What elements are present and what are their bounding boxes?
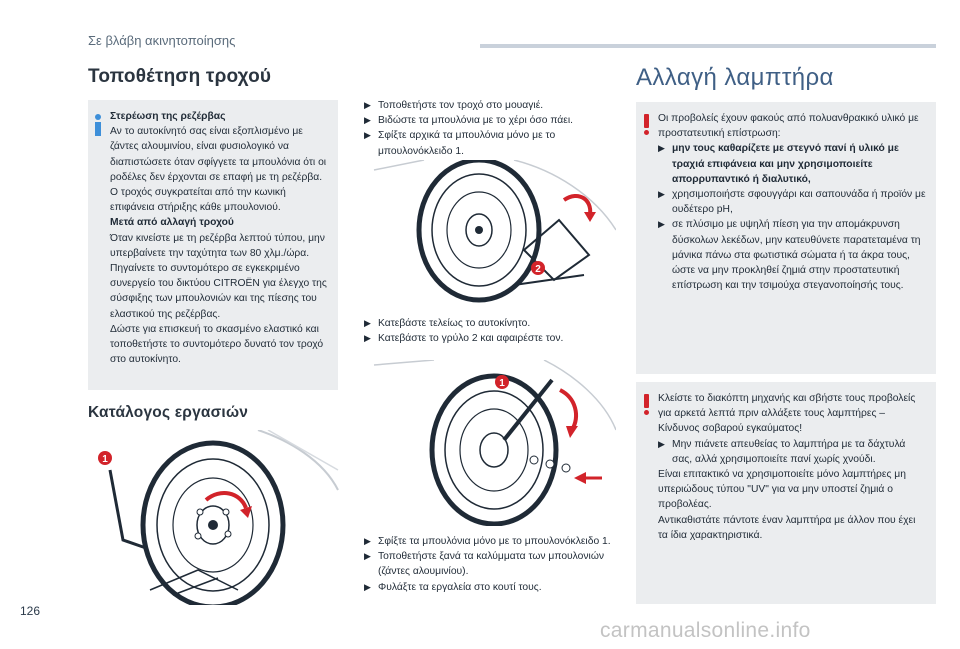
callout-1-label: 1 (499, 378, 505, 389)
tip-text-speed: Όταν κινείστε με τη ρεζέρβα λεπτού τύπου… (110, 232, 325, 259)
arrow-bullet-icon: ▶ (364, 130, 371, 141)
wheel-jack-illustration: 2 (373, 160, 616, 303)
tip-heading-after: Μετά από αλλαγή τροχού (110, 217, 234, 229)
section-title-tasks: Κατάλογος εργασιών (88, 404, 249, 421)
arrow-bullet-icon: ▶ (364, 318, 371, 328)
tip-text-repair: Δώστε για επισκευή το σκασμένο ελαστικό … (110, 323, 324, 366)
warning-bullet: μην τους καθαρίζετε με στεγνό πανί ή υλι… (672, 143, 899, 185)
section-title-bulb: Αλλαγή λαμπτήρα (636, 64, 834, 91)
step-item: Τοποθετήστε τον τροχό στο μουαγιέ. (378, 100, 544, 111)
wheel-bolts-illustration: 1 (373, 360, 616, 526)
callout-2-label: 2 (535, 264, 541, 275)
steps-group-2: ▶ Κατεβάστε τελείως το αυτοκίνητο. ▶ Κατεβ… (364, 316, 614, 346)
step-item: Τοποθετήστε ξανά τα καλύμματα των μπουλο… (378, 551, 605, 578)
tip-heading-spare: Στερέωση της ρεζέρβας (110, 111, 226, 122)
section-title-wheel: Τοποθέτηση τροχού (88, 66, 272, 87)
arrow-bullet-icon: ▶ (658, 143, 665, 154)
arrow-bullet-icon: ▶ (658, 189, 665, 200)
steps-group-3: ▶ Σφίξτε τα μπουλόνια μόνο με το μπουλονό… (364, 534, 614, 595)
header-title: Σε βλάβη ακινητοποίησης (88, 33, 236, 48)
watermark: carmanualsonline.info (600, 619, 811, 642)
arrow-bullet-icon: ▶ (658, 438, 665, 449)
callout-2-marker (531, 261, 545, 275)
warning-box-burn: Κλείστε το διακόπτη μηχανής και σβήστε τ… (636, 382, 936, 604)
arrow-bullet-icon: ▶ (364, 536, 371, 546)
arrow-bullet-icon: ▶ (364, 333, 371, 344)
step-item: Σφίξτε αρχικά τα μπουλόνια μόνο με το μπ… (378, 130, 556, 157)
steps-group-1: ▶ Τοποθετήστε τον τροχό στο μουαγιέ. ▶ Βιδ… (364, 98, 614, 159)
tip-box: Στερέωση της ρεζέρβας Αν το αυτοκίνητό σ… (88, 100, 338, 390)
warning-text: Είναι επιτακτικό να χρησιμοποιείτε μόνο … (658, 469, 906, 511)
callout-1-label: 1 (102, 454, 108, 465)
page-number: 126 (20, 604, 41, 618)
info-icon (95, 114, 101, 136)
arrow-bullet-icon: ▶ (364, 551, 371, 562)
arrow-bullet-icon: ▶ (364, 100, 371, 110)
warning-intro: Οι προβολείς έχουν φακούς από πολυανθρακ… (658, 113, 919, 140)
warning-text: Κλείστε το διακόπτη μηχανής και σβήστε τ… (658, 393, 916, 435)
step-item: Φυλάξτε τα εργαλεία στο κουτί τους. (378, 581, 542, 593)
step-item: Βιδώστε τα μπουλόνια με το χέρι όσο πάει… (378, 115, 573, 127)
step-item: Κατεβάστε τελείως το αυτοκίνητο. (378, 318, 531, 329)
header-divider (480, 44, 936, 48)
arrow-bullet-icon: ▶ (364, 581, 371, 592)
tip-text-dealer: Πηγαίνετε το συντομότερο σε εγκεκριμένο … (110, 263, 327, 320)
arrow-bullet-icon: ▶ (364, 115, 371, 126)
wheel-wrench-illustration: 1 (98, 430, 339, 605)
warning-bullet: σε πλύσιμο με υψηλή πίεση για την απομάκ… (672, 219, 921, 292)
callout-1-marker (495, 375, 509, 389)
warning-icon (644, 394, 650, 416)
warning-box-lenses: Οι προβολείς έχουν φακούς από πολυανθρακ… (636, 102, 936, 374)
step-item: Κατεβάστε το γρύλο 2 και αφαιρέστε τον. (378, 333, 564, 345)
warning-bullet: Μην πιάνετε απευθείας το λαμπτήρα με τα … (672, 438, 906, 465)
warning-bullet: χρησιμοποιήστε σφουγγάρι και σαπουνάδα ή… (672, 189, 926, 216)
step-item: Σφίξτε τα μπουλόνια μόνο με το μπουλονόκ… (378, 536, 611, 547)
warning-text: Αντικαθιστάτε πάντοτε έναν λαμπτήρα με ά… (658, 514, 916, 541)
arrow-bullet-icon: ▶ (658, 219, 665, 230)
tip-text-spare: Αν το αυτοκίνητό σας είναι εξοπλισμένο μ… (110, 126, 327, 214)
warning-icon (644, 114, 650, 136)
callout-1-marker (98, 451, 112, 465)
